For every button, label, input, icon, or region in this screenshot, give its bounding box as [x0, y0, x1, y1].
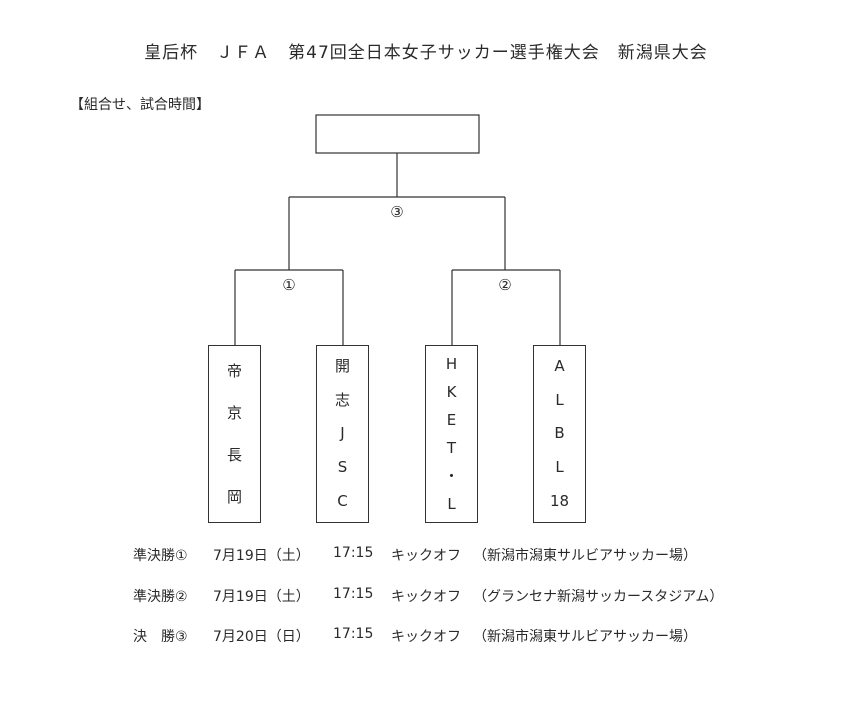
schedule-row: 準決勝① 7月19日（土） 17:15 キックオフ （新潟市潟東サルビアサッカー… [133, 545, 697, 641]
schedule-date: 7月19日（土） [213, 548, 310, 564]
team-char: J [340, 424, 345, 443]
team-char: 岡 [226, 487, 242, 506]
schedule-time: 17:15 [333, 586, 374, 602]
final-match-number: ③ [387, 202, 407, 222]
schedule-kickoff: キックオフ [391, 629, 461, 645]
schedule-venue: （新潟市潟東サルビアサッカー場） [473, 629, 697, 645]
page-title: 皇后杯 ＪＦＡ 第47回全日本女子サッカー選手権大会 新潟県大会 [144, 43, 708, 63]
team-box-4: A L B L 18 [533, 345, 586, 523]
schedule-time: 17:15 [333, 626, 374, 642]
team-char: 18 [549, 491, 570, 510]
winner-box [315, 114, 480, 154]
bracket-lines [234, 114, 561, 345]
team-char: 志 [334, 390, 350, 409]
team-char: L [555, 458, 564, 477]
team-char: 京 [226, 403, 242, 422]
schedule-row: 準決勝② 7月19日（土） 17:15 キックオフ （グランセナ新潟サッカースタ… [133, 586, 723, 682]
schedule-round: 準決勝① [133, 548, 188, 564]
schedule-time: 17:15 [333, 545, 374, 561]
team-char: K [446, 382, 457, 401]
team-char: B [554, 424, 565, 443]
schedule-round: 決 勝③ [133, 629, 188, 645]
schedule-round: 準決勝② [133, 589, 188, 605]
team-box-3: H K E T ・ L [425, 345, 478, 523]
team-box-1: 帝 京 長 岡 [208, 345, 261, 523]
schedule-venue: （新潟市潟東サルビアサッカー場） [473, 548, 697, 564]
team-char: 帝 [226, 361, 242, 380]
team-char: 長 [226, 445, 242, 464]
team-char: S [337, 458, 348, 477]
team-char: C [337, 491, 348, 510]
schedule-venue: （グランセナ新潟サッカースタジアム） [473, 589, 724, 605]
team-char: T [446, 438, 457, 457]
team-char: A [554, 357, 565, 376]
team-char: H [445, 354, 458, 373]
semi1-match-number: ① [279, 275, 299, 295]
schedule-date: 7月19日（土） [213, 589, 310, 605]
team-box-2: 開 志 J S C [316, 345, 369, 523]
schedule-row: 決 勝③ 7月20日（日） 17:15 キックオフ （新潟市潟東サルビアサッカー… [133, 626, 697, 722]
team-char: L [555, 390, 564, 409]
schedule-kickoff: キックオフ [391, 548, 461, 564]
schedule-date: 7月20日（日） [213, 629, 310, 645]
team-char: ・ [443, 466, 459, 485]
semi2-match-number: ② [495, 275, 515, 295]
team-char: 開 [334, 357, 350, 376]
schedule-kickoff: キックオフ [391, 589, 461, 605]
team-char: L [447, 494, 456, 513]
team-char: E [446, 410, 457, 429]
section-heading: 【組合せ、試合時間】 [70, 97, 210, 113]
